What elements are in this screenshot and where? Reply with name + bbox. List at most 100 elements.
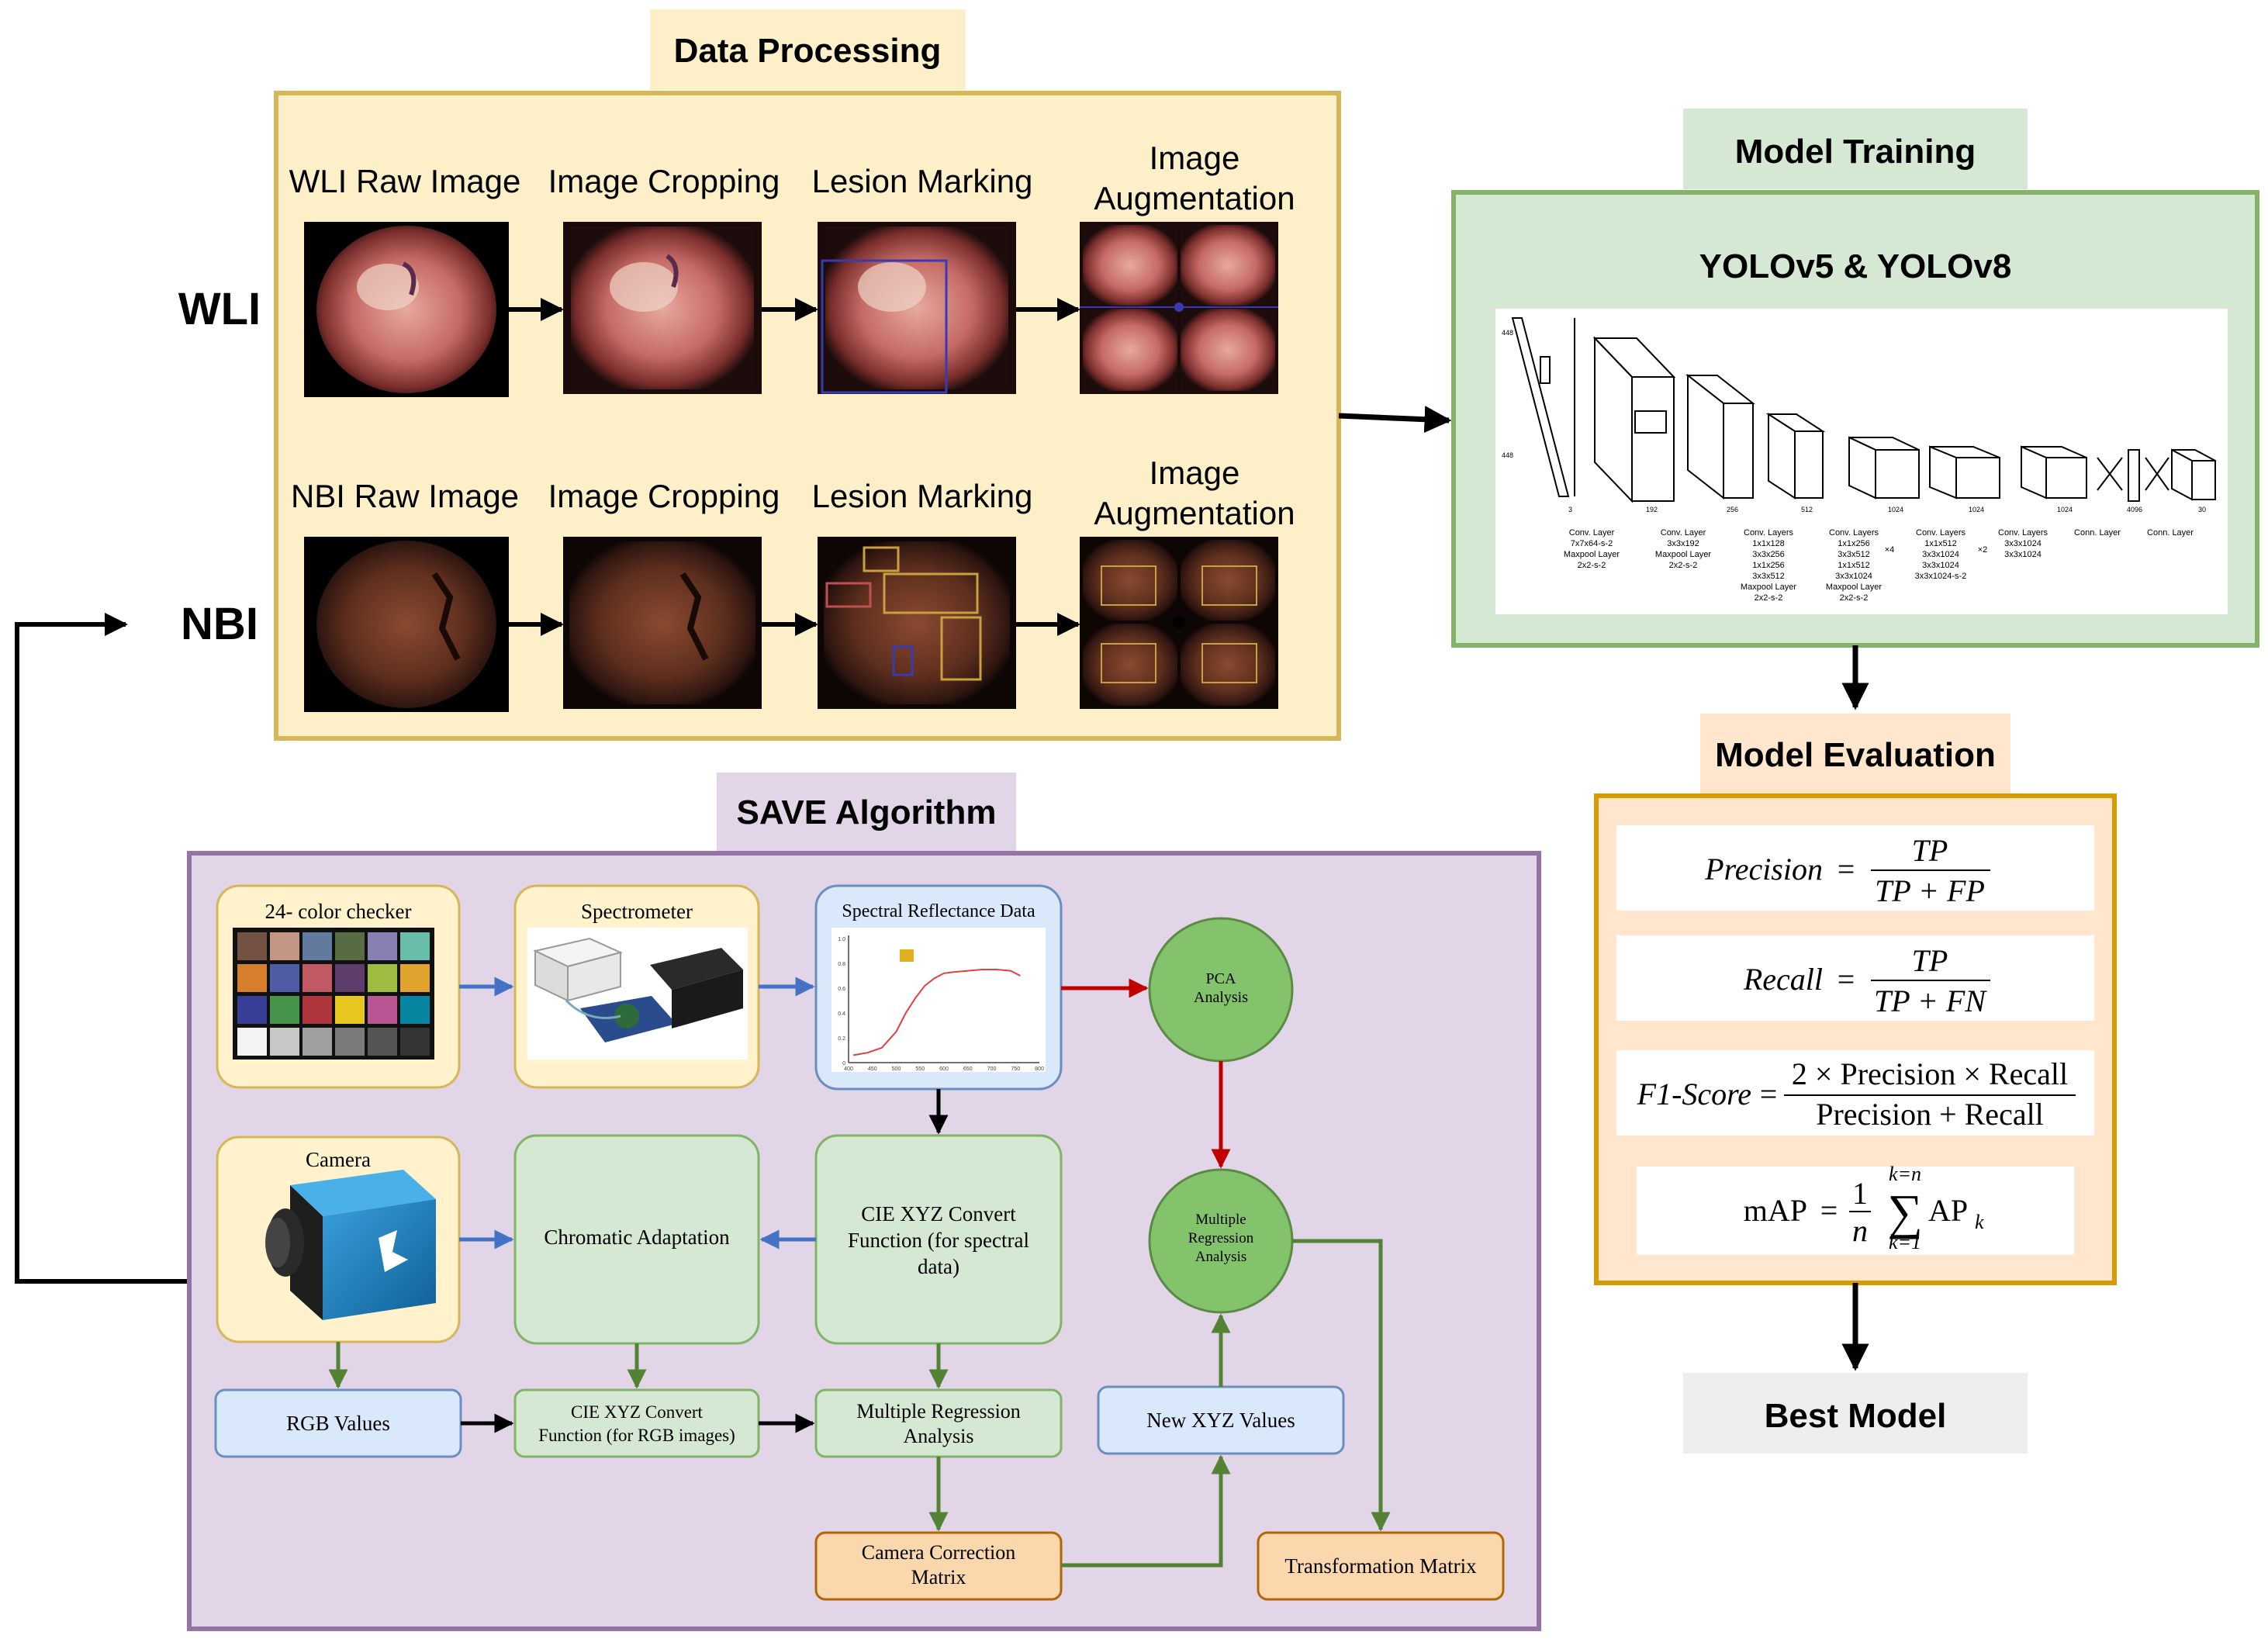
recall-equals: =: [1838, 962, 1855, 997]
data-processing-title: Data Processing: [674, 32, 942, 70]
color-swatch: [335, 932, 365, 960]
spectral-x-tick: 750: [1011, 1066, 1020, 1072]
spectral-y-tick: 1.0: [838, 937, 845, 942]
transformation-matrix-box[interactable]: [1257, 1531, 1505, 1601]
spectral-y-tick: 0.6: [838, 987, 845, 992]
chromatic-adaptation-label: Chromatic Adaptation: [544, 1226, 730, 1249]
spectral-x-tick: 650: [963, 1066, 973, 1072]
color-swatch: [368, 932, 397, 960]
nbi-aug-label-1: Image: [1150, 455, 1240, 491]
spectral-x-tick: 400: [844, 1066, 853, 1072]
map-frac-den: n: [1852, 1213, 1868, 1248]
arch-repeat-x4: ×4: [1885, 545, 1895, 555]
arch-caption: Conn. Layer: [2074, 528, 2121, 538]
save-title-box: [717, 773, 1016, 853]
arch-dim: 1024: [1888, 506, 1903, 513]
cie-rgb-box[interactable]: [513, 1388, 760, 1458]
spectral-curve: [853, 969, 1021, 1056]
data-processing-title-box: [650, 9, 966, 90]
spectral-y-tick: 0.4: [838, 1011, 845, 1017]
processing-to-training-arrow: [1338, 406, 1452, 434]
precision-denominator: TP + FP: [1875, 873, 1985, 908]
wli-aug-label-1: Image: [1150, 140, 1240, 176]
color-swatch: [303, 932, 332, 960]
recall-denominator: TP + FN: [1874, 984, 1987, 1018]
arch-dim: 1024: [1969, 506, 1984, 513]
recall-formula-box: [1616, 935, 2094, 1021]
arch-dim: 30: [2198, 506, 2206, 513]
correction-to-newxyz-arrow: [1061, 1454, 1231, 1568]
arch-dim: 448: [1502, 451, 1513, 459]
spectral-legend-marker: [900, 949, 914, 962]
model-evaluation-section: Model Evaluation Precision = TP TP + FP …: [1594, 714, 2117, 1285]
precision-equals: =: [1838, 852, 1855, 887]
color-swatch: [237, 932, 267, 960]
color-swatch: [368, 1028, 397, 1056]
model-training-title-box: [1683, 109, 2028, 189]
color-swatch: [400, 964, 430, 992]
nbi-marking-label: Lesion Marking: [812, 478, 1033, 514]
color-swatch: [400, 932, 430, 960]
arch-caption: Conn. Layer: [2147, 528, 2194, 538]
f1-equals: =: [1760, 1077, 1778, 1111]
recall-formula: Recall = TP TP + FN: [1743, 943, 1990, 1018]
map-equals: =: [1820, 1193, 1838, 1228]
spectral-x-tick: 550: [915, 1066, 925, 1072]
architecture-dims: 448 448 3 192 256 512 1024 1024 1024 409…: [1502, 329, 2206, 513]
color-swatch: [270, 996, 299, 1024]
nbi-crop-label: Image Cropping: [548, 478, 780, 514]
transformation-matrix-label: Transformation Matrix: [1284, 1554, 1477, 1578]
color-checker-swatches: [237, 932, 430, 1056]
spectrometer-label: Spectrometer: [581, 900, 693, 923]
spectral-x-tick: 500: [892, 1066, 901, 1072]
precision-formula: Precision = TP TP + FP: [1704, 833, 1990, 908]
color-swatch: [270, 1028, 299, 1056]
wli-row-label: WLI: [178, 284, 261, 334]
color-swatch: [335, 1028, 365, 1056]
color-swatch: [237, 996, 267, 1024]
nbi-marked-image: [818, 537, 1016, 709]
color-swatch: [237, 1028, 267, 1056]
color-swatch: [368, 964, 397, 992]
precision-formula-box: [1616, 825, 2094, 911]
best-model-box: [1683, 1373, 2028, 1454]
arch-repeat-x2: ×2: [1978, 545, 1988, 555]
wli-raw-label: WLI Raw Image: [289, 163, 521, 199]
model-training-section: Model Training YOLOv5 & YOLOv8: [1451, 109, 2259, 648]
wli-crop-label: Image Cropping: [548, 163, 780, 199]
map-frac-num: 1: [1852, 1176, 1868, 1211]
color-swatch: [237, 964, 267, 992]
color-swatch: [303, 1028, 332, 1056]
best-model-label: Best Model: [1765, 1397, 1947, 1435]
wli-augmented-image: [1080, 222, 1278, 394]
color-swatch: [368, 996, 397, 1024]
map-term-subscript: k: [1975, 1211, 1984, 1233]
map-lhs: mAP: [1744, 1193, 1807, 1228]
wli-raw-image: [304, 222, 509, 397]
arch-dim: 192: [1646, 506, 1658, 513]
map-sigma: ∑: [1887, 1184, 1923, 1239]
model-evaluation-title: Model Evaluation: [1715, 736, 1996, 774]
color-swatch: [270, 932, 299, 960]
map-sum-top: k=n: [1889, 1163, 1921, 1185]
camera-label: Camera: [306, 1148, 371, 1171]
new-xyz-label: New XYZ Values: [1146, 1409, 1295, 1432]
spectral-x-tick: 450: [868, 1066, 877, 1072]
rgb-values-label: RGB Values: [286, 1412, 390, 1435]
color-swatch: [303, 964, 332, 992]
architecture-layers: [1511, 317, 2216, 503]
arch-dim: 448: [1502, 329, 1513, 337]
